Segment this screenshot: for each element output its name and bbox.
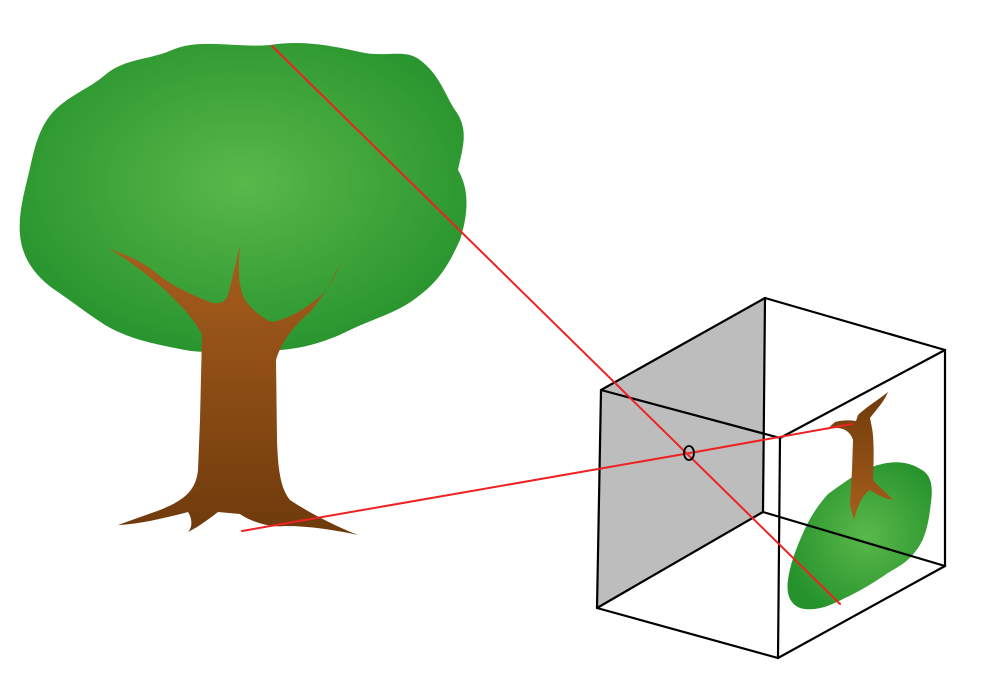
camera-obscura-box-icon — [595, 296, 947, 660]
image-foliage — [787, 462, 932, 610]
box-edge-right-top — [778, 348, 947, 440]
pinhole-icon — [683, 445, 695, 461]
tree-trunk — [108, 245, 358, 535]
box-edge-bottom-back — [761, 510, 947, 568]
ray-top-to-bottom — [271, 45, 841, 605]
box-edge-top-back — [763, 296, 947, 352]
box-edge-bottom-front — [595, 606, 780, 660]
tree-icon — [19, 42, 467, 535]
light-rays — [241, 45, 853, 605]
image-trunk — [826, 392, 893, 520]
box-edge-right-bottom — [776, 564, 947, 660]
inverted-tree-icon — [787, 392, 932, 610]
camera-back-wall — [595, 296, 767, 610]
ray-bottom-to-top — [241, 423, 853, 532]
tree-foliage — [19, 42, 467, 352]
box-edge-front-right — [776, 436, 782, 660]
